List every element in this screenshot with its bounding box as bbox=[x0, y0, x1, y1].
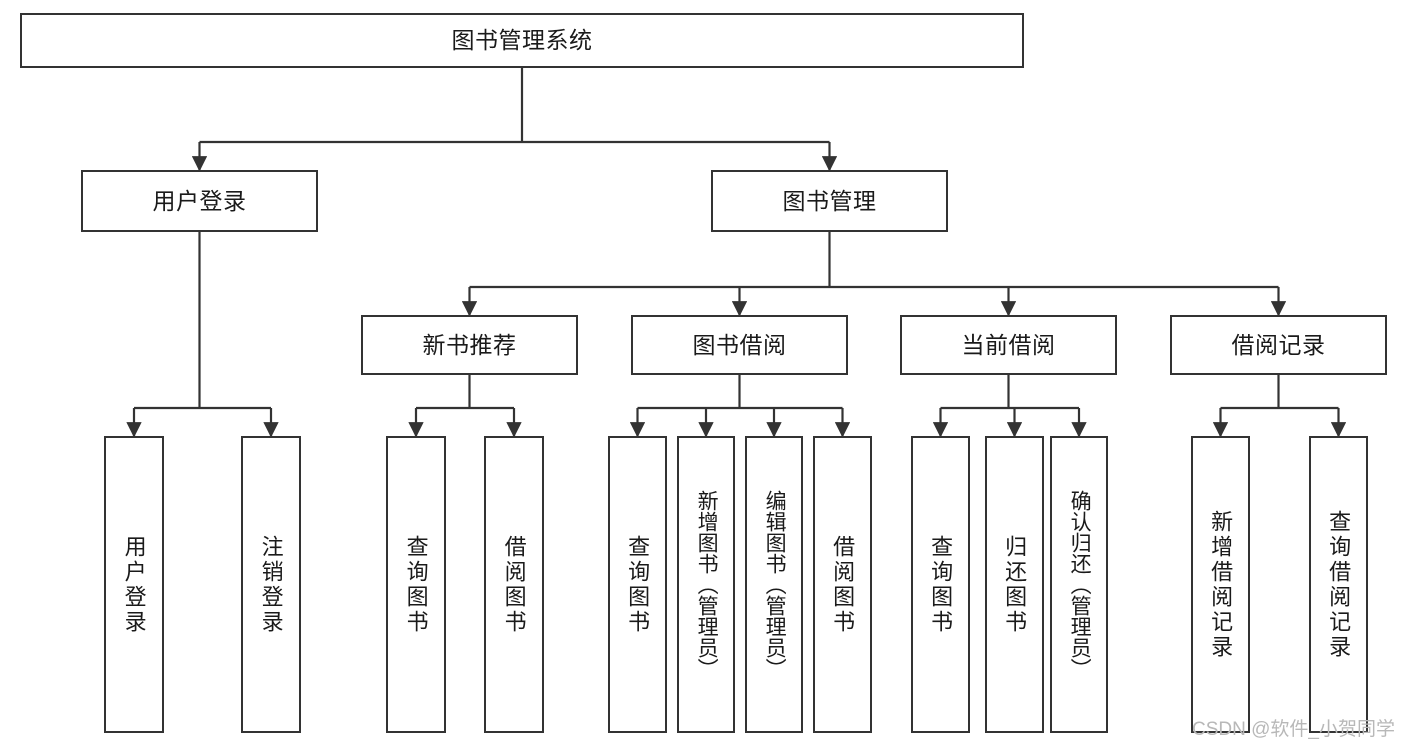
node-leaf-return-book[interactable]: 归还图书 bbox=[985, 436, 1044, 733]
node-leaf-user-logout[interactable]: 注销登录 bbox=[241, 436, 301, 733]
node-label-book-manage: 图书管理 bbox=[782, 187, 877, 214]
node-leaf-query-book-2[interactable]: 查询图书 bbox=[608, 436, 667, 733]
node-leaf-query-book-3[interactable]: 查询图书 bbox=[911, 436, 970, 733]
node-label-leaf-user-logout: 注销登录 bbox=[258, 534, 284, 635]
node-new-book-recommend[interactable]: 新书推荐 bbox=[361, 315, 578, 375]
node-label-leaf-confirm-return: 确认归还（管理员） bbox=[1068, 490, 1092, 679]
node-label-user-login: 用户登录 bbox=[152, 187, 247, 214]
node-leaf-edit-book[interactable]: 编辑图书（管理员） bbox=[745, 436, 803, 733]
node-label-leaf-add-record: 新增借阅记录 bbox=[1208, 509, 1234, 660]
node-label-leaf-query-book-2: 查询图书 bbox=[625, 534, 651, 635]
node-current-borrow[interactable]: 当前借阅 bbox=[900, 315, 1117, 375]
node-label-root: 图书管理系统 bbox=[451, 27, 593, 54]
node-label-leaf-borrow-book-2: 借阅图书 bbox=[830, 534, 856, 635]
node-user-login[interactable]: 用户登录 bbox=[81, 170, 318, 232]
node-label-new-book-recommend: 新书推荐 bbox=[422, 331, 517, 358]
node-label-book-borrow: 图书借阅 bbox=[692, 331, 787, 358]
node-label-borrow-record: 借阅记录 bbox=[1231, 331, 1326, 358]
node-label-leaf-add-book: 新增图书（管理员） bbox=[695, 490, 719, 679]
csdn-watermark: CSDN @软件_小贺同学 bbox=[1192, 719, 1395, 740]
node-leaf-add-record[interactable]: 新增借阅记录 bbox=[1191, 436, 1250, 733]
node-label-leaf-return-book: 归还图书 bbox=[1002, 534, 1028, 635]
node-book-manage[interactable]: 图书管理 bbox=[711, 170, 948, 232]
node-borrow-record[interactable]: 借阅记录 bbox=[1170, 315, 1387, 375]
node-leaf-borrow-book-2[interactable]: 借阅图书 bbox=[813, 436, 872, 733]
node-root[interactable]: 图书管理系统 bbox=[20, 13, 1024, 68]
node-leaf-confirm-return[interactable]: 确认归还（管理员） bbox=[1050, 436, 1108, 733]
node-book-borrow[interactable]: 图书借阅 bbox=[631, 315, 848, 375]
node-label-current-borrow: 当前借阅 bbox=[961, 331, 1056, 358]
node-label-leaf-edit-book: 编辑图书（管理员） bbox=[763, 490, 787, 679]
node-leaf-query-record[interactable]: 查询借阅记录 bbox=[1309, 436, 1368, 733]
node-label-leaf-query-record: 查询借阅记录 bbox=[1326, 509, 1352, 660]
node-leaf-user-login[interactable]: 用户登录 bbox=[104, 436, 164, 733]
node-label-leaf-user-login: 用户登录 bbox=[121, 534, 147, 635]
node-leaf-query-book-1[interactable]: 查询图书 bbox=[386, 436, 446, 733]
node-leaf-borrow-book-1[interactable]: 借阅图书 bbox=[484, 436, 544, 733]
node-label-leaf-borrow-book-1: 借阅图书 bbox=[501, 534, 527, 635]
node-label-leaf-query-book-3: 查询图书 bbox=[928, 534, 954, 635]
node-leaf-add-book[interactable]: 新增图书（管理员） bbox=[677, 436, 735, 733]
node-label-leaf-query-book-1: 查询图书 bbox=[403, 534, 429, 635]
